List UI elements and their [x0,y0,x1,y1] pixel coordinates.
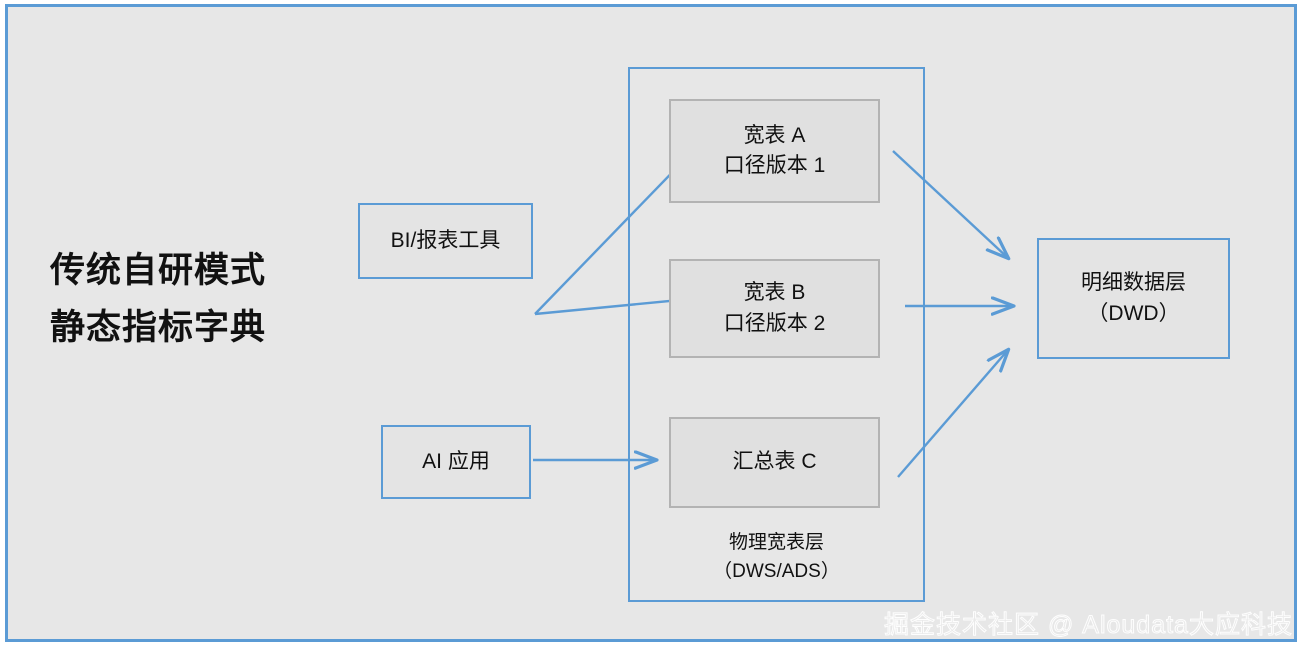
wide-table-b-box[interactable]: 宽表 B 口径版本 2 [669,259,880,358]
ai-application-box[interactable]: AI 应用 [381,425,531,499]
bi-reporting-tool-box[interactable]: BI/报表工具 [358,203,533,279]
page-title: 传统自研模式 静态指标字典 [50,243,340,356]
detail-data-layer-box[interactable]: 明细数据层 （DWD） [1037,238,1230,359]
summary-table-c-box[interactable]: 汇总表 C [669,417,880,508]
physical-wide-table-layer-label: 物理宽表层 （DWS/ADS） [713,532,840,582]
page-title-line-1: 传统自研模式 [50,251,267,290]
physical-wide-table-layer-frame [628,67,925,602]
page-title-line-2: 静态指标字典 [50,307,267,347]
slide-canvas: 传统自研模式 静态指标字典 物理宽表层 （DWS/ADS） BI/报表工具 AI… [5,4,1297,642]
watermark: 掘金技术社区 @ Aloudata大应科技 [884,611,1293,640]
wide-table-a-box[interactable]: 宽表 A 口径版本 1 [669,99,880,203]
